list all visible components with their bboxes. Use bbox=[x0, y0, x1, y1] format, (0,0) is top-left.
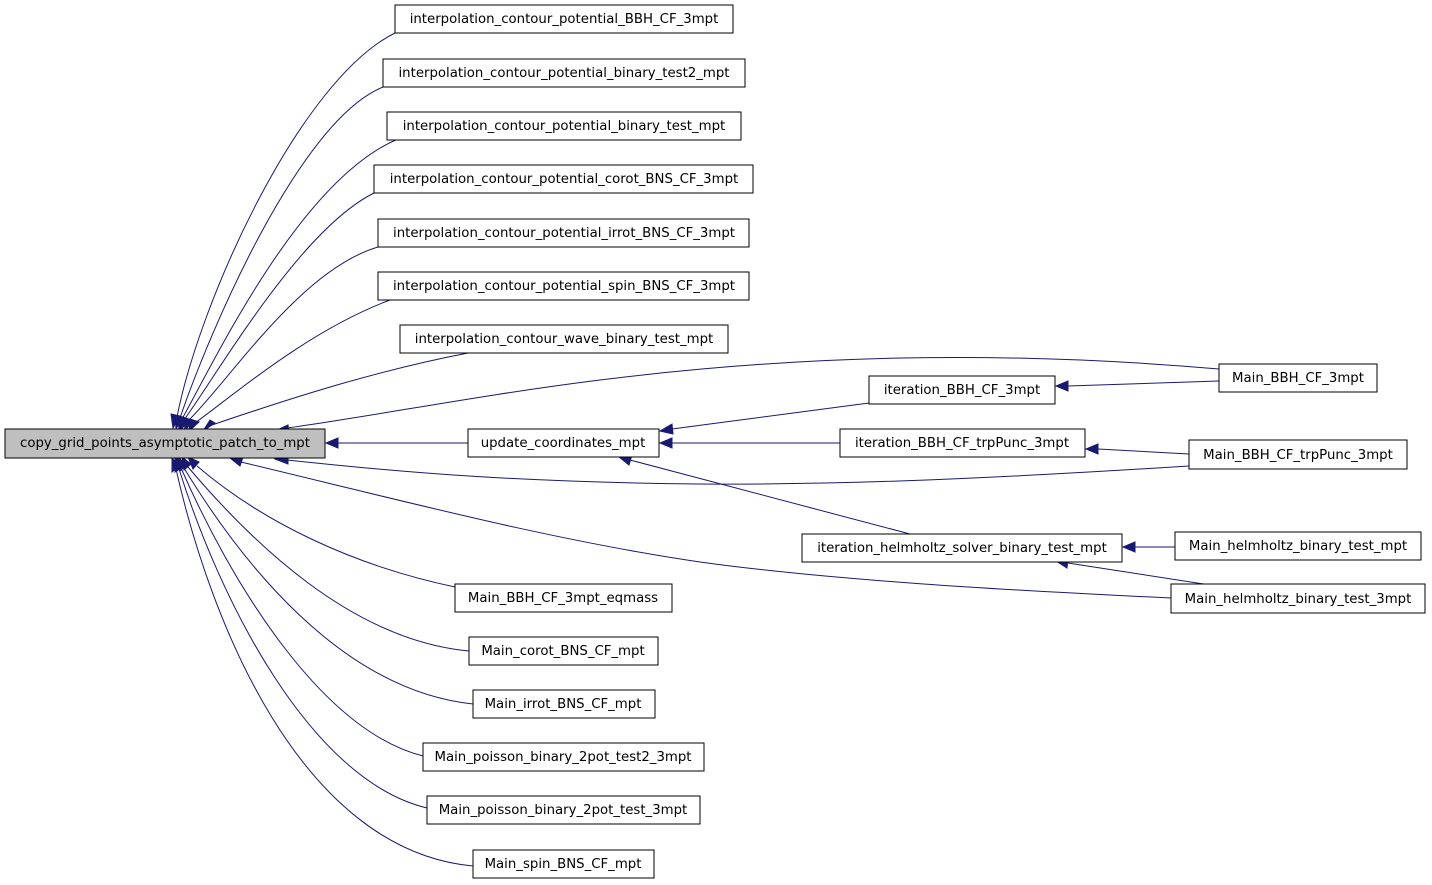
graph-nodes: copy_grid_points_asymptotic_patch_to_mpt… bbox=[4, 4, 1426, 879]
edge-mainTrp-to-iterTrp bbox=[1097, 448, 1190, 455]
edge-n7-to-root bbox=[211, 352, 469, 426]
node-iteration-helmholtz[interactable]: iteration_helmholtz_solver_binary_test_m… bbox=[801, 533, 1123, 563]
edge-n6-to-root bbox=[194, 299, 391, 424]
node-interpolation-bbh[interactable]: interpolation_contour_potential_BBH_CF_3… bbox=[394, 4, 734, 34]
edge-mainSpin-to-root bbox=[175, 468, 474, 867]
arrowhead bbox=[1054, 380, 1069, 392]
node-interpolation-binary-test2[interactable]: interpolation_contour_potential_binary_t… bbox=[382, 58, 746, 88]
edge-mainHelm3-to-root bbox=[240, 461, 1172, 599]
edge-n3-to-root bbox=[181, 138, 399, 420]
node-label: update_coordinates_mpt bbox=[481, 436, 646, 451]
edge-mainCorot-to-root bbox=[187, 466, 470, 652]
node-label: Main_irrot_BNS_CF_mpt bbox=[485, 697, 642, 712]
node-main-spin[interactable]: Main_spin_BNS_CF_mpt bbox=[472, 849, 655, 879]
node-main-helmholtz-3mpt[interactable]: Main_helmholtz_binary_test_3mpt bbox=[1170, 583, 1426, 614]
node-label: iteration_BBH_CF_trpPunc_3mpt bbox=[855, 436, 1069, 451]
node-label: Main_spin_BNS_CF_mpt bbox=[485, 857, 642, 872]
node-main-helmholtz-mpt[interactable]: Main_helmholtz_binary_test_mpt bbox=[1174, 531, 1422, 561]
arrowhead bbox=[1084, 443, 1099, 455]
arrowhead bbox=[658, 437, 673, 449]
node-main-bbh-eqmass[interactable]: Main_BBH_CF_3mpt_eqmass bbox=[454, 583, 673, 613]
arrowhead bbox=[324, 437, 339, 449]
edge-mainIrrot-to-root bbox=[183, 467, 474, 705]
node-label: interpolation_contour_potential_binary_t… bbox=[403, 119, 726, 134]
edge-mainBBH-to-root bbox=[286, 356, 1220, 429]
edge-n2-to-root bbox=[179, 86, 384, 419]
node-label: Main_helmholtz_binary_test_mpt bbox=[1189, 539, 1407, 554]
arrowhead bbox=[658, 423, 674, 435]
arrowhead bbox=[188, 418, 200, 433]
node-update-coordinates[interactable]: update_coordinates_mpt bbox=[467, 428, 660, 458]
node-label: Main_BBH_CF_3mpt_eqmass bbox=[468, 591, 658, 606]
edge-n5-to-root bbox=[187, 246, 379, 422]
edge-iterBBH-to-update bbox=[671, 402, 870, 430]
edge-mainBBH-to-iterBBH bbox=[1067, 380, 1220, 387]
edge-mainHelm3-to-iterHelm bbox=[1067, 562, 1211, 586]
edge-n1-to-root bbox=[176, 32, 396, 418]
node-label: interpolation_contour_potential_corot_BN… bbox=[390, 172, 739, 187]
node-label: iteration_helmholtz_solver_binary_test_m… bbox=[817, 541, 1107, 556]
edge-n4-to-root bbox=[183, 192, 375, 421]
node-label: interpolation_contour_potential_spin_BNS… bbox=[393, 279, 735, 294]
node-label: copy_grid_points_asymptotic_patch_to_mpt bbox=[20, 436, 310, 451]
node-label: interpolation_contour_potential_binary_t… bbox=[398, 66, 729, 81]
graph-edges bbox=[175, 32, 1220, 867]
node-label: interpolation_contour_potential_BBH_CF_3… bbox=[410, 12, 719, 27]
node-label: Main_poisson_binary_2pot_test_3mpt bbox=[439, 803, 688, 818]
edge-mainPois-to-root bbox=[178, 468, 428, 809]
node-main-irrot[interactable]: Main_irrot_BNS_CF_mpt bbox=[472, 689, 656, 719]
node-label: interpolation_contour_wave_binary_test_m… bbox=[415, 332, 714, 347]
node-label: interpolation_contour_potential_irrot_BN… bbox=[393, 226, 735, 241]
node-label: iteration_BBH_CF_3mpt bbox=[884, 383, 1040, 398]
node-main-poisson-test2[interactable]: Main_poisson_binary_2pot_test2_3mpt bbox=[422, 742, 705, 772]
edge-mainTrp-to-root bbox=[286, 459, 1190, 485]
node-main-poisson-test[interactable]: Main_poisson_binary_2pot_test_3mpt bbox=[426, 795, 701, 825]
node-root[interactable]: copy_grid_points_asymptotic_patch_to_mpt bbox=[4, 428, 326, 459]
node-interpolation-irrot[interactable]: interpolation_contour_potential_irrot_BN… bbox=[377, 218, 750, 248]
node-label: Main_BBH_CF_trpPunc_3mpt bbox=[1203, 448, 1393, 463]
node-interpolation-binary-test[interactable]: interpolation_contour_potential_binary_t… bbox=[386, 111, 742, 141]
arrowhead bbox=[202, 419, 216, 432]
node-iteration-trppunc[interactable]: iteration_BBH_CF_trpPunc_3mpt bbox=[839, 428, 1086, 458]
node-main-bbh[interactable]: Main_BBH_CF_3mpt bbox=[1218, 363, 1378, 393]
edge-iterHelm-to-update bbox=[629, 459, 911, 535]
arrowhead bbox=[171, 456, 180, 474]
node-main-bbh-trppunc[interactable]: Main_BBH_CF_trpPunc_3mpt bbox=[1188, 439, 1408, 470]
node-iteration-bbh[interactable]: iteration_BBH_CF_3mpt bbox=[868, 375, 1056, 405]
node-label: Main_helmholtz_binary_test_3mpt bbox=[1185, 592, 1412, 607]
node-main-corot[interactable]: Main_corot_BNS_CF_mpt bbox=[468, 636, 659, 666]
edge-mainPois2-to-root bbox=[180, 467, 424, 757]
node-interpolation-corot[interactable]: interpolation_contour_potential_corot_BN… bbox=[373, 164, 754, 194]
arrowhead bbox=[1121, 541, 1136, 553]
node-label: Main_BBH_CF_3mpt bbox=[1232, 371, 1364, 386]
node-interpolation-spin[interactable]: interpolation_contour_potential_spin_BNS… bbox=[377, 271, 750, 301]
node-label: Main_corot_BNS_CF_mpt bbox=[481, 644, 644, 659]
edge-mainEq-to-root bbox=[196, 465, 456, 588]
node-label: Main_poisson_binary_2pot_test2_3mpt bbox=[434, 750, 691, 765]
node-interpolation-wave[interactable]: interpolation_contour_wave_binary_test_m… bbox=[399, 324, 729, 354]
